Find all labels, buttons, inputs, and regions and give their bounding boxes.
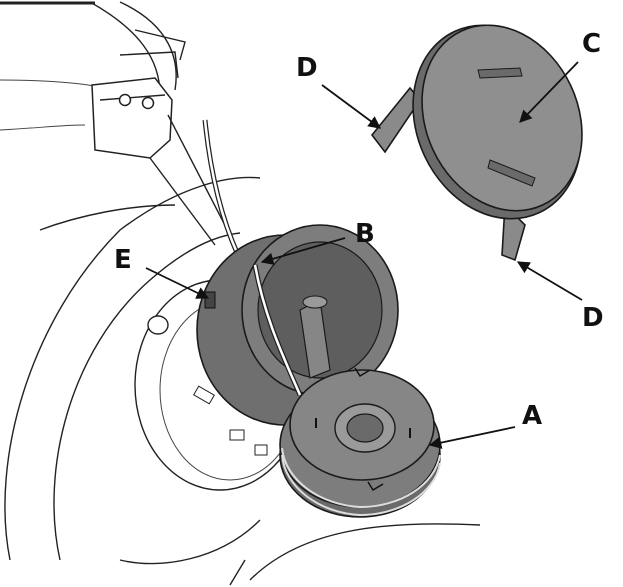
leader-b: [260, 237, 346, 265]
callout-a: A: [522, 401, 542, 431]
leader-e: [145, 267, 210, 299]
callout-e: E: [114, 245, 132, 275]
callout-c: C: [582, 29, 601, 59]
leader-d1: [321, 84, 382, 129]
trimmer-line: [202, 119, 241, 257]
leader-a: [428, 426, 516, 449]
callout-b: B: [355, 219, 375, 249]
leader-lines: [145, 61, 583, 449]
cover-part-c: [370, 24, 583, 262]
callout-d2: D: [582, 303, 604, 333]
spool-part-a: [279, 367, 441, 518]
callout-d1: D: [296, 53, 318, 83]
mount-bracket: [91, 29, 231, 246]
leader-c: [519, 61, 579, 123]
leader-d2: [516, 261, 583, 301]
